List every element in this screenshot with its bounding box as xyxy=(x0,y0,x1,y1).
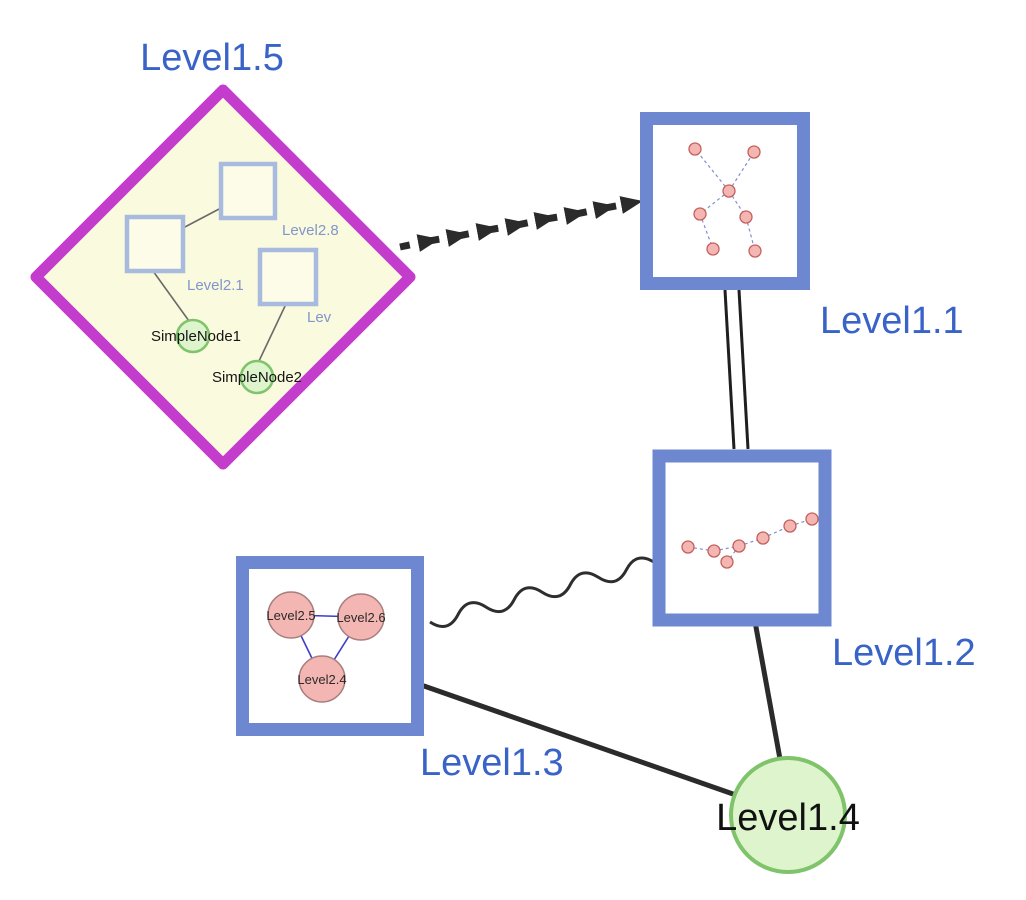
level11-mini-node[interactable] xyxy=(739,210,753,224)
top-level-edges xyxy=(399,196,783,797)
level13-label: Level1.3 xyxy=(420,742,564,784)
level13-node[interactable] xyxy=(236,556,424,736)
level11-label: Level1.1 xyxy=(820,300,964,342)
level13-minigraph: Level2.5 Level2.6 Level2.4 xyxy=(266,591,386,703)
level13-group-node: Level2.5 Level2.6 Level2.4 Level1.3 xyxy=(236,556,564,784)
level12-mini-node[interactable] xyxy=(732,539,746,553)
level12-mini-node[interactable] xyxy=(720,555,734,569)
level11-mini-node[interactable] xyxy=(688,142,702,156)
edge-level13-level12[interactable] xyxy=(429,556,656,628)
level24-node[interactable] xyxy=(298,655,346,703)
level11-mini-node[interactable] xyxy=(693,207,707,221)
level11-mini-node[interactable] xyxy=(748,244,762,258)
level28-label: Level2.8 xyxy=(282,222,339,239)
level12-node[interactable] xyxy=(652,449,832,627)
level25-node[interactable] xyxy=(267,591,315,639)
level21-label: Level2.1 xyxy=(187,277,244,294)
level12-mini-node[interactable] xyxy=(805,512,819,526)
level12-mini-edge xyxy=(713,545,740,552)
level21-node[interactable] xyxy=(124,214,186,274)
level12-mini-node[interactable] xyxy=(707,544,721,558)
edge-level11-level12-line2[interactable] xyxy=(737,289,750,450)
level11-minigraph xyxy=(688,142,762,258)
level12-mini-edge xyxy=(738,537,764,547)
level11-mini-node[interactable] xyxy=(722,184,736,198)
level11-node[interactable] xyxy=(640,112,810,290)
edge-level12-level14[interactable] xyxy=(753,624,783,762)
simplenode1[interactable] xyxy=(175,318,211,354)
level11-group-node: Level1.1 xyxy=(640,112,964,342)
simplenode1-label: SimpleNode1 xyxy=(151,328,241,345)
level28-node[interactable] xyxy=(218,161,278,221)
edge-level15-level11[interactable] xyxy=(399,196,643,252)
level15-diamond[interactable] xyxy=(30,84,416,470)
level24-label: Level2.4 xyxy=(297,672,346,687)
simplenode2[interactable] xyxy=(239,359,275,395)
level26-node[interactable] xyxy=(337,593,385,641)
level14-node[interactable] xyxy=(729,756,847,874)
level12-label: Level1.2 xyxy=(832,632,976,674)
level12-group-node: Level1.2 xyxy=(652,449,976,674)
level26-label: Level2.6 xyxy=(336,610,385,625)
level12-mini-edge xyxy=(687,546,715,552)
edge-lev-simplenode2[interactable] xyxy=(258,303,287,362)
level14-label: Level1.4 xyxy=(716,797,860,839)
edge-level11-level12[interactable] xyxy=(723,289,750,450)
edge-level28-level21[interactable] xyxy=(182,207,222,229)
level15-group-node: Level1.5 Level2.8 Level2.1 Lev SimpleNod… xyxy=(30,37,416,470)
level12-minigraph xyxy=(681,512,819,569)
simplenode2-label: SimpleNode2 xyxy=(212,369,302,386)
edge-level11-level12-line1[interactable] xyxy=(723,289,736,450)
level11-mini-node[interactable] xyxy=(747,145,761,159)
level25-label: Level2.5 xyxy=(266,608,315,623)
lev-node[interactable] xyxy=(257,247,319,307)
edge-level21-simplenode1[interactable] xyxy=(152,270,190,322)
edge-level13-level14[interactable] xyxy=(421,683,736,797)
lev-label: Lev xyxy=(307,309,332,326)
level12-mini-node[interactable] xyxy=(783,519,797,533)
level15-label: Level1.5 xyxy=(140,37,284,79)
level11-mini-edge xyxy=(728,151,755,192)
level14-group-node: Level1.4 xyxy=(716,756,860,874)
level11-mini-node[interactable] xyxy=(706,242,720,256)
level12-mini-node[interactable] xyxy=(681,540,695,554)
level12-mini-node[interactable] xyxy=(756,531,770,545)
